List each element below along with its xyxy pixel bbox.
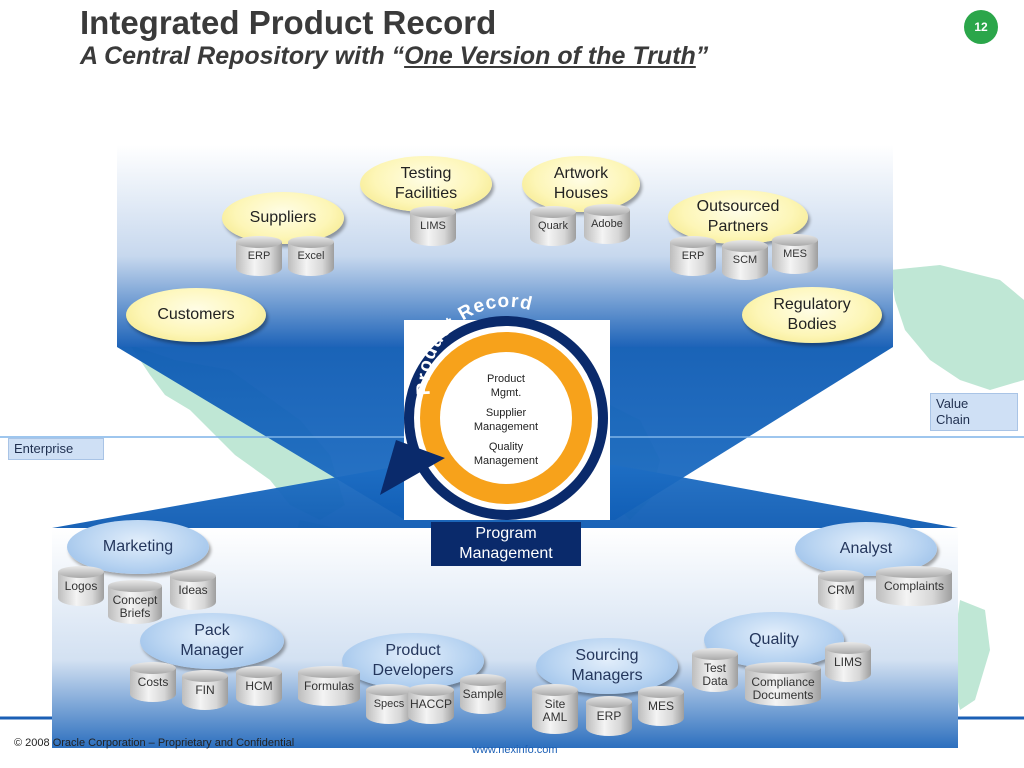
marketing-oval: Marketing [67,520,209,574]
tag-line: Value [936,396,969,411]
database-icon: HACCP [408,684,454,724]
artwork-houses-oval: Artwork Houses [522,156,640,212]
database-icon: ERP [670,236,716,276]
database-icon: ERP [236,236,282,276]
footer-url-link[interactable]: www.nexinfo.com [472,744,558,756]
center-line: Management [473,455,539,467]
regulatory-bodies-oval: Regulatory Bodies [742,287,882,343]
oval-line: Customers [157,306,235,323]
database-icon: MES [772,234,818,274]
suppliers-oval: Suppliers [222,192,344,244]
database-icon: Adobe [584,204,630,244]
footer-copyright: © 2008 Oracle Corporation – Proprietary … [14,737,295,749]
product-developers-oval: Product Developers [342,633,484,689]
enterprise-tag: Enterprise [8,438,104,460]
oval-line: Pack [194,622,230,639]
oval-line: Sourcing [575,647,639,664]
database-icon: HCM [236,666,282,706]
customers-oval: Customers [126,288,266,342]
database-icon: Costs [130,662,176,702]
value-chain-tag: Value Chain [930,393,1018,431]
oval-line: Regulatory [773,296,851,313]
program-line: Program [475,525,537,542]
oval-line: Managers [571,667,643,684]
page-number-badge: 12 [964,10,998,44]
database-icon: Formulas [298,666,360,706]
page-subtitle: A Central Repository with “One Version o… [80,42,708,71]
database-icon: SCM [722,240,768,280]
oval-line: Manager [180,642,244,659]
database-icon: FIN [182,670,228,710]
center-item-product-mgmt: Product Mgmt. [466,372,546,400]
oval-line: Developers [372,662,454,679]
page-title: Integrated Product Record [80,4,497,41]
program-management-box: Program Management [431,522,581,566]
database-icon: Logos [58,566,104,606]
center-item-supplier-mgmt: Supplier Management [461,406,551,434]
database-icon: LIMS [410,206,456,246]
oval-line: Testing [400,165,452,182]
oval-line: Artwork [553,165,609,182]
center-line: Product [487,373,525,385]
database-icon: Ideas [170,570,216,610]
oval-line: Quality [749,631,799,648]
tag-line: Chain [936,412,970,427]
subtitle-prefix: A Central Repository with “ [80,42,405,70]
center-line: Mgmt. [490,387,522,399]
oval-line: Houses [553,185,609,202]
database-icon: Complaints [876,566,952,606]
oval-line: Facilities [394,185,458,202]
center-item-quality-mgmt: Quality Management [461,440,551,468]
database-icon: ERP [586,696,632,736]
subtitle-underlined: One Version of the Truth [404,42,696,70]
subtitle-suffix: ” [695,42,709,70]
database-icon: CRM [818,570,864,610]
pack-manager-oval: Pack Manager [140,613,284,669]
oval-line: Marketing [102,538,174,555]
program-line: Management [459,545,553,562]
testing-facilities-oval: Testing Facilities [360,156,492,212]
oval-line: Suppliers [249,209,317,226]
database-icon: Sample [460,674,506,714]
database-icon: Specs [366,684,412,724]
center-line: Supplier [485,407,527,419]
oval-line: Partners [707,218,769,235]
center-line: Management [473,421,539,433]
database-icon: Excel [288,236,334,276]
oval-line: Product [385,642,441,659]
database-icon: MES [638,686,684,726]
oval-line: Bodies [787,316,837,333]
product-record-ring: Product Record [380,291,608,520]
database-icon: Quark [530,206,576,246]
oval-line: Outsourced [696,198,780,215]
center-line: Quality [488,441,524,453]
database-icon: LIMS [825,642,871,682]
oval-line: Analyst [839,540,893,557]
